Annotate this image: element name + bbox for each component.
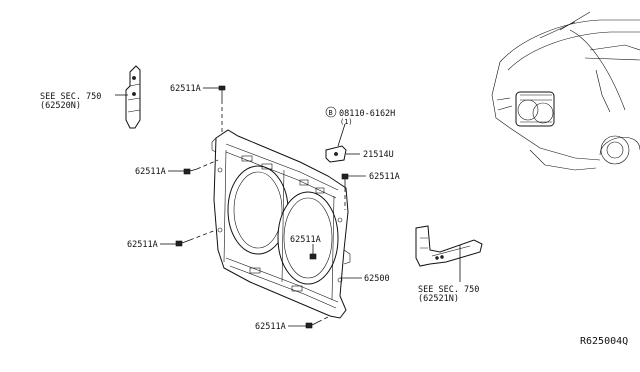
label-core-support: 62500 bbox=[364, 274, 390, 284]
radiator-core-support bbox=[211, 129, 362, 319]
bolt-left-lower bbox=[160, 229, 217, 247]
left-side-bracket bbox=[115, 65, 141, 129]
bracket-21514u bbox=[325, 145, 360, 163]
label-bolt-left-upper: 62511A bbox=[135, 167, 166, 177]
see-sec-left-line1: SEE SEC. 750 bbox=[40, 92, 101, 102]
label-bolt-left-lower: 62511A bbox=[127, 240, 158, 250]
bolt-spec-leader bbox=[337, 123, 346, 147]
label-bracket: 21514U bbox=[363, 150, 394, 160]
bolt-spec-callout: B 08110-6162H (1) bbox=[325, 106, 395, 126]
reference-code: R625004Q bbox=[580, 336, 628, 347]
see-sec-right-line2: (62521N) bbox=[418, 294, 459, 304]
label-bolt-spec-qty: (1) bbox=[340, 118, 353, 126]
vehicle-illustration bbox=[491, 11, 640, 171]
right-side-bracket bbox=[415, 225, 483, 282]
see-sec-right-line1: SEE SEC. 750 bbox=[418, 285, 479, 295]
label-bolt-spec: 08110-6162H bbox=[339, 109, 395, 119]
bolt-spec-symbol: B bbox=[329, 109, 333, 117]
bolt-center bbox=[309, 244, 317, 260]
bolt-top bbox=[203, 85, 226, 134]
see-sec-left-line2: (62520N) bbox=[40, 101, 81, 111]
label-bolt-top: 62511A bbox=[170, 84, 201, 94]
label-bolt-right: 62511A bbox=[369, 172, 400, 182]
bolt-bottom bbox=[288, 315, 331, 329]
label-bolt-bottom: 62511A bbox=[255, 322, 286, 332]
label-bolt-center: 62511A bbox=[290, 235, 321, 245]
bolt-left-upper bbox=[168, 159, 219, 175]
bolt-right bbox=[341, 173, 366, 210]
